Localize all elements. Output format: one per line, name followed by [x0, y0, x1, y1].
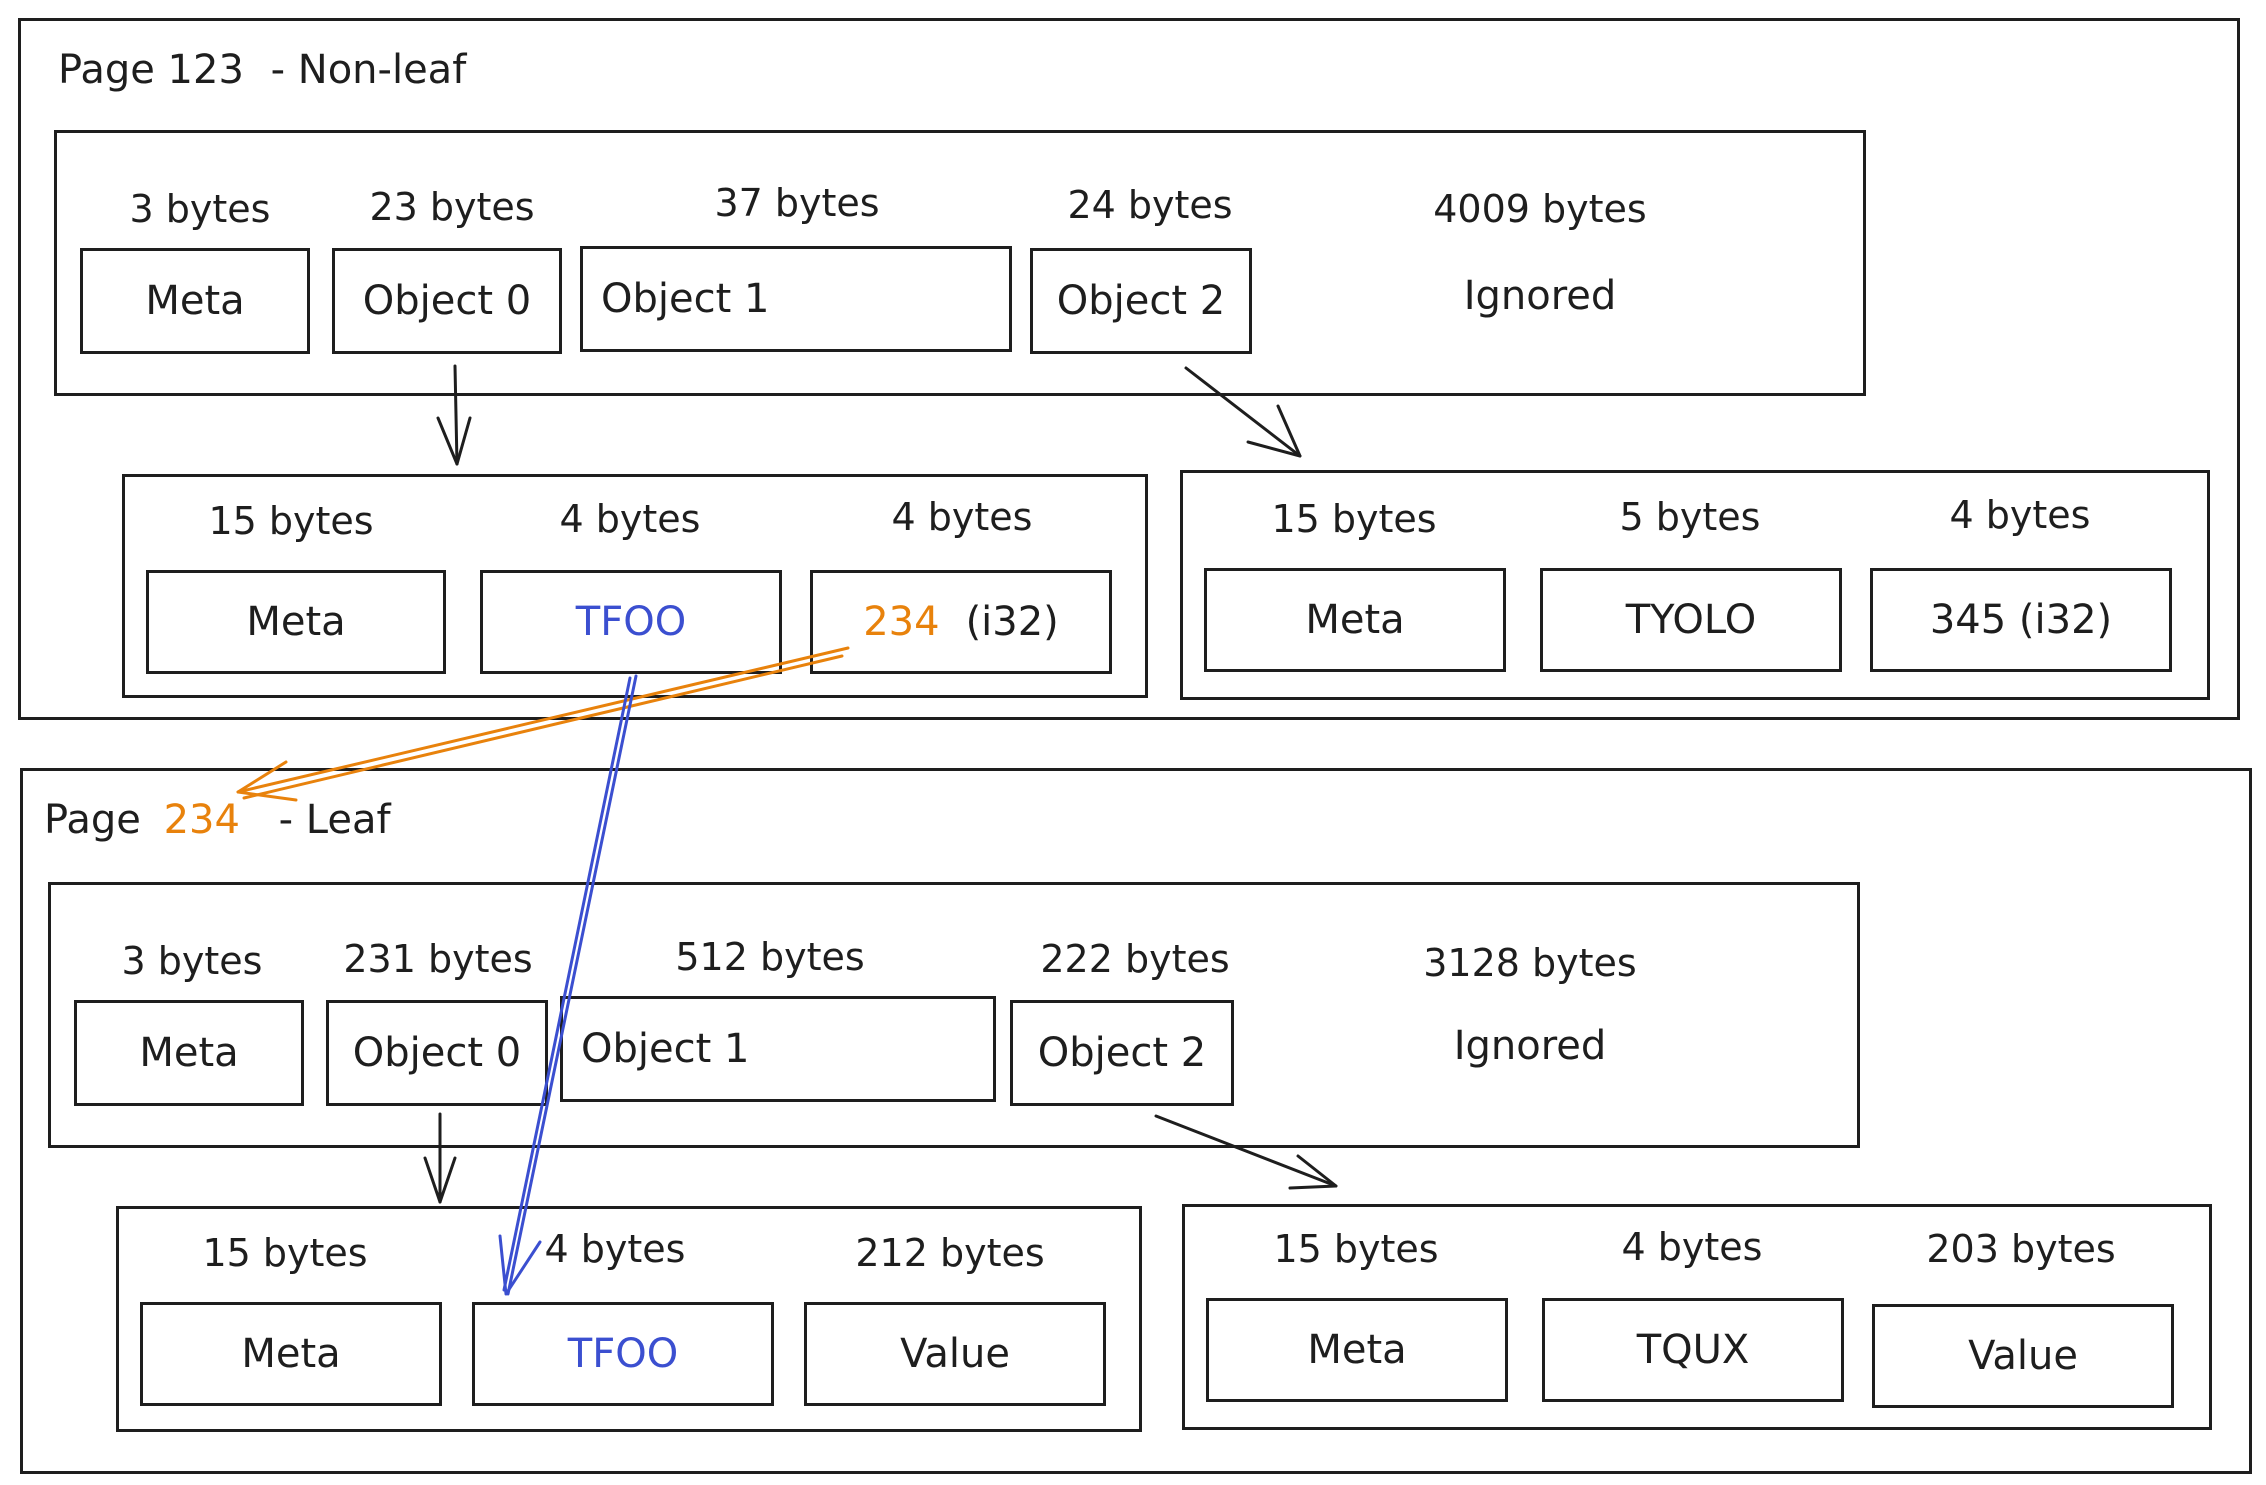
- arrow-bottom-object2-head: [1288, 1154, 1338, 1190]
- p123-o0-key-size: 4 bytes: [559, 497, 701, 541]
- arrow-orange-pointer-double: [242, 654, 844, 800]
- arrow-blue-key-double: [502, 676, 632, 1292]
- arrow-orange-pointer: [236, 646, 850, 794]
- p234-o2-meta-cell: Meta: [1206, 1298, 1508, 1402]
- p234-object0-detail: [116, 1206, 1142, 1432]
- p234-object1-cell: Object 1: [560, 996, 996, 1102]
- p123-o2-key-cell: TYOLO: [1540, 568, 1842, 672]
- p234-o0-meta-cell: Meta: [140, 1302, 442, 1406]
- p234-o0-meta-size: 15 bytes: [202, 1231, 368, 1275]
- page-123-title: Page 123 - Non-leaf: [58, 50, 466, 90]
- p123-ignored-label: Ignored: [1463, 273, 1617, 319]
- p123-o0-meta-cell: Meta: [146, 570, 446, 674]
- p234-o0-key-cell: TFOO: [472, 1302, 774, 1406]
- page-123-title-suffix: - Non-leaf: [270, 47, 467, 93]
- p123-object0-cell: Object 0: [332, 248, 562, 354]
- p234-ignored-size: 3128 bytes: [1423, 941, 1637, 985]
- arrow-top-object0-head: [436, 416, 472, 466]
- page-123-object-row: [54, 130, 1866, 396]
- page-123-title-prefix: Page 123: [58, 47, 244, 93]
- p234-object0-cell: Object 0: [326, 1000, 548, 1106]
- p123-object1-size: 37 bytes: [714, 181, 880, 225]
- p123-o0-ptr-type: (i32): [965, 599, 1059, 645]
- p234-o0-value-size: 212 bytes: [855, 1231, 1045, 1275]
- p234-o2-key-cell: TQUX: [1542, 1298, 1844, 1402]
- p234-object2-cell: Object 2: [1010, 1000, 1234, 1106]
- p123-object2-cell: Object 2: [1030, 248, 1252, 354]
- p123-o2-ptr-size: 4 bytes: [1949, 493, 2091, 537]
- arrow-blue-head: [498, 1234, 542, 1296]
- p123-object0-detail: [122, 474, 1148, 698]
- p123-o2-key-size: 5 bytes: [1619, 495, 1761, 539]
- p123-o0-ptr-value: 234: [863, 599, 940, 645]
- arrow-top-object2-head: [1246, 404, 1302, 458]
- p123-o2-ptr-cell: 345 (i32): [1870, 568, 2172, 672]
- page-234-frame: [20, 768, 2252, 1474]
- p123-o0-key-cell: TFOO: [480, 570, 782, 674]
- page-234-title-prefix: Page: [44, 797, 141, 843]
- page-234-object-row: [48, 882, 1860, 1148]
- p123-o0-ptr-size: 4 bytes: [891, 495, 1033, 539]
- p123-o0-ptr-cell: 234 (i32): [810, 570, 1112, 674]
- p234-o2-value-cell: Value: [1872, 1304, 2174, 1408]
- p123-object2-detail: [1180, 470, 2210, 700]
- p123-o2-meta-cell: Meta: [1204, 568, 1506, 672]
- p123-object2-size: 24 bytes: [1067, 183, 1233, 227]
- p123-object1-cell: Object 1: [580, 246, 1012, 352]
- p234-object2-detail: [1182, 1204, 2212, 1430]
- p234-meta-size: 3 bytes: [121, 939, 263, 983]
- page-234-title-number: 234: [163, 797, 240, 843]
- arrow-top-object2-diag: [1184, 366, 1302, 458]
- p234-object1-size: 512 bytes: [675, 935, 865, 979]
- p234-o2-key-size: 4 bytes: [1621, 1225, 1763, 1269]
- p234-o0-value-cell: Value: [804, 1302, 1106, 1406]
- page-123-frame: [18, 18, 2240, 720]
- p234-meta-cell: Meta: [74, 1000, 304, 1106]
- page-234-title: Page 234 - Leaf: [44, 800, 391, 840]
- arrow-top-object0-down: [453, 364, 459, 466]
- p234-object2-size: 222 bytes: [1040, 937, 1230, 981]
- p234-o0-key-size: 4 bytes: [544, 1227, 686, 1271]
- p123-o0-meta-size: 15 bytes: [208, 499, 374, 543]
- p234-o2-value-size: 203 bytes: [1926, 1227, 2116, 1271]
- p123-object0-size: 23 bytes: [369, 185, 535, 229]
- arrow-bottom-object0-head: [423, 1156, 457, 1204]
- p234-o2-meta-size: 15 bytes: [1273, 1227, 1439, 1271]
- page-234-title-suffix: - Leaf: [278, 797, 391, 843]
- arrow-orange-head: [236, 760, 298, 802]
- p234-ignored-label: Ignored: [1453, 1023, 1607, 1069]
- p123-meta-cell: Meta: [80, 248, 310, 354]
- p234-object0-size: 231 bytes: [343, 937, 533, 981]
- arrow-bottom-object2-diag: [1154, 1114, 1338, 1188]
- p123-o2-meta-size: 15 bytes: [1271, 497, 1437, 541]
- p123-ignored-size: 4009 bytes: [1433, 187, 1647, 231]
- arrow-blue-key: [506, 674, 638, 1296]
- p123-meta-size: 3 bytes: [129, 187, 271, 231]
